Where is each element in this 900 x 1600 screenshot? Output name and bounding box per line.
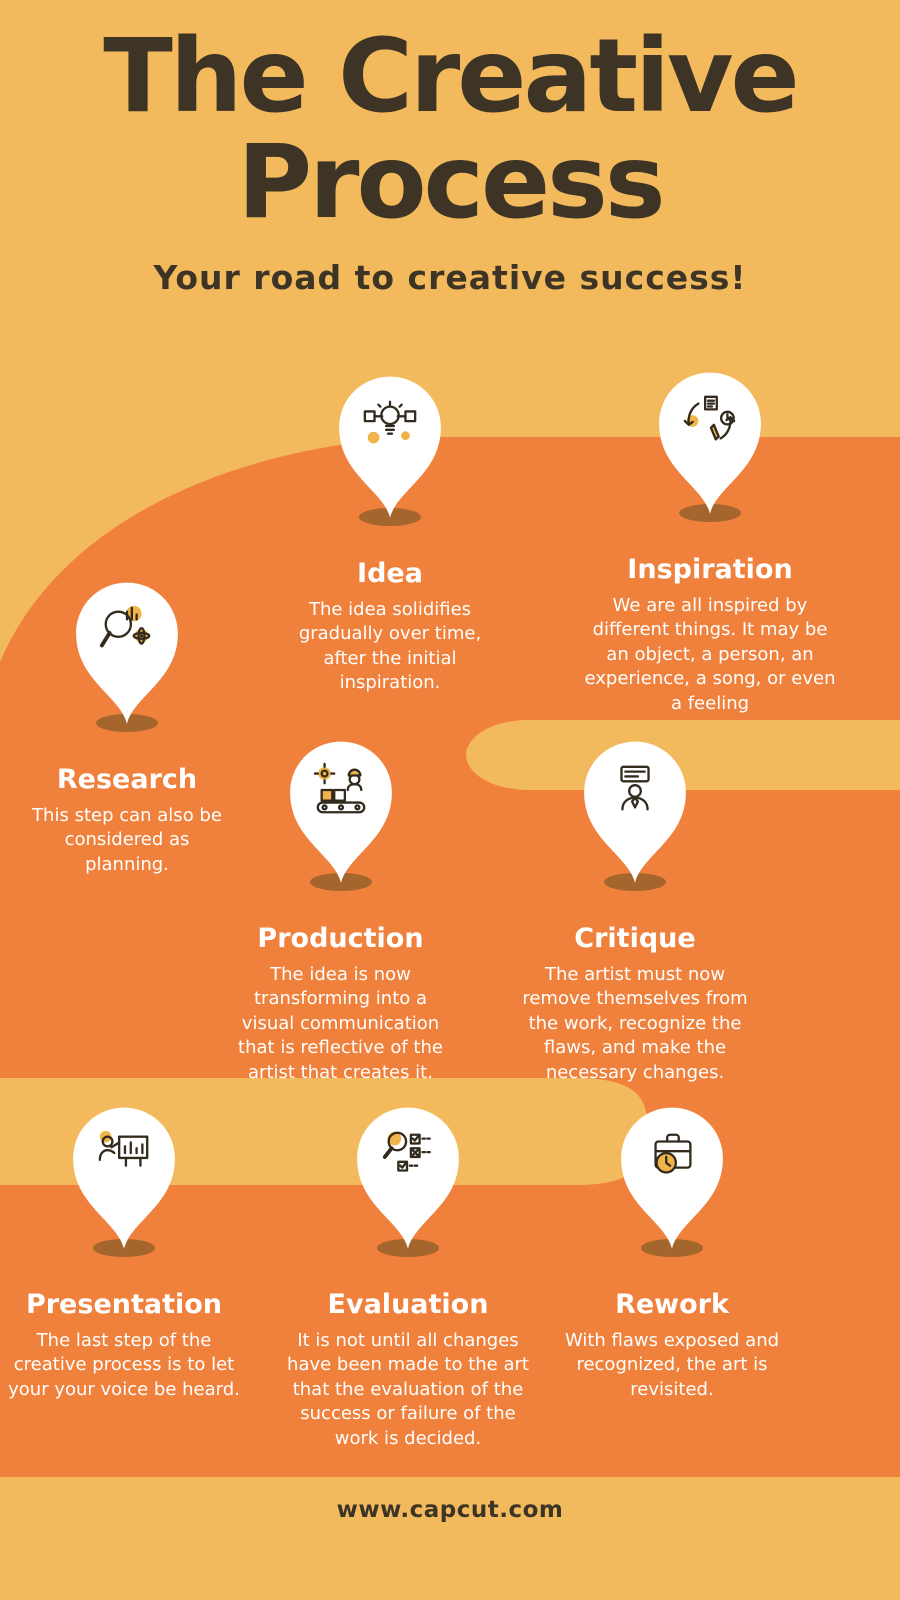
step-research: Research This step can also be considere… [22,578,232,877]
pin-marker [73,1107,175,1249]
step-description: We are all inspired by different things.… [584,595,836,714]
presentation-speaker-icon [98,1130,149,1167]
step-description: With flaws exposed and recognized, the a… [564,1330,780,1400]
pin-marker [584,741,686,883]
step-inspiration: Inspiration We are all inspired by diffe… [584,368,836,716]
critique-review-icon [620,765,650,811]
step-description: The idea solidifies gradually over time,… [298,599,482,694]
pin-marker [76,582,178,724]
page-title-line1: The Creative [103,17,799,136]
step-rework: Rework With flaws exposed and recognized… [546,1103,798,1402]
map-pin-inspiration [652,368,768,528]
page-title-line2: Process [237,123,665,243]
production-conveyor-icon [313,762,365,814]
evaluation-checklist-icon [382,1131,433,1172]
map-pin-production [283,737,399,897]
inspiration-cycle-icon [683,395,736,441]
step-idea: Idea The idea solidifies gradually over … [286,372,494,696]
step-description: The artist must now remove themselves fr… [522,964,748,1083]
step-title: Critique [574,923,696,954]
map-pin-critique [577,737,693,897]
footer-url: www.capcut.com [336,1497,564,1523]
idea-lightbulb-icon [363,400,417,444]
rework-briefcase-clock-icon [654,1133,692,1174]
step-critique: Critique The artist must now remove them… [510,737,760,1085]
page-subtitle: Your road to creative success! [153,258,747,298]
step-title: Idea [357,558,423,589]
step-title: Evaluation [327,1289,489,1320]
map-pin-presentation [66,1103,182,1263]
map-pin-evaluation [350,1103,466,1263]
step-title: Production [257,923,424,954]
step-title: Inspiration [627,554,793,585]
step-description: This step can also be considered as plan… [32,805,222,875]
step-presentation: Presentation The last step of the creati… [4,1103,244,1402]
map-pin-rework [614,1103,730,1263]
research-magnifier-chart-icon [99,605,151,648]
map-pin-idea [332,372,448,532]
step-evaluation: Evaluation It is not until all changes h… [286,1103,530,1451]
step-title: Research [56,764,198,795]
pin-marker [357,1107,459,1249]
step-description: The last step of the creative process is… [8,1330,240,1400]
step-description: The idea is now transforming into a visu… [238,964,443,1083]
map-pin-research [69,578,185,738]
step-description: It is not until all changes have been ma… [287,1330,529,1449]
step-production: Production The idea is now transforming … [228,737,453,1085]
step-title: Presentation [25,1289,223,1320]
step-title: Rework [615,1289,729,1320]
pin-marker [621,1107,723,1249]
pin-marker [659,372,761,514]
